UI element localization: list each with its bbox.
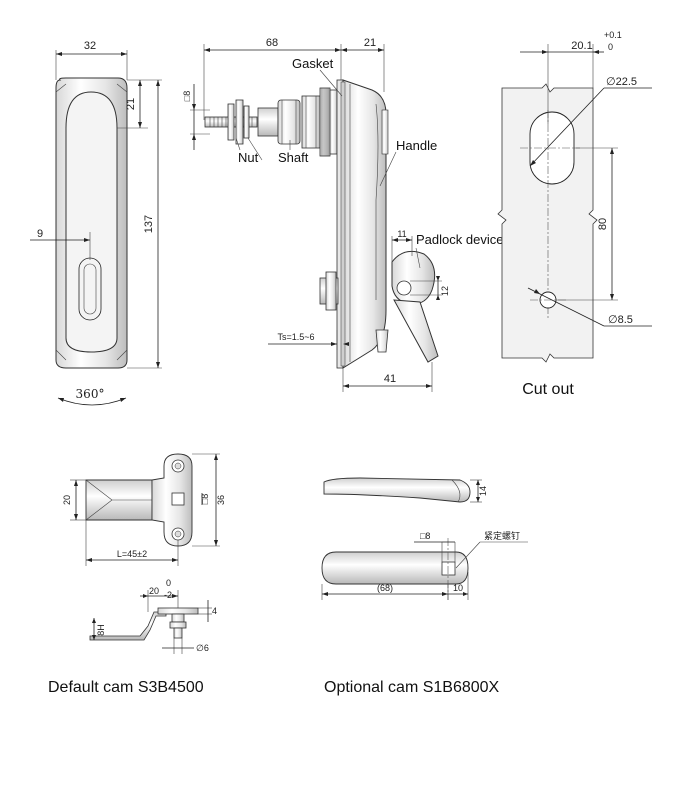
- optional-cam-side: [323, 477, 471, 503]
- cutout-view: 20.1 +0.1 0 ∅22.5 80 ∅8.5 Cut out: [497, 30, 652, 398]
- optional-cam-screw-note: 紧定螺钉: [484, 530, 520, 541]
- cam-dim-diameter: ∅6: [196, 643, 209, 653]
- side-dim-square: □8: [182, 91, 192, 101]
- padlock-ring: [391, 250, 436, 305]
- side-dim-ts: Ts=1.5~6: [277, 332, 314, 342]
- cutout-dim-spacing: 80: [597, 218, 609, 230]
- optional-cam-top: [321, 551, 469, 585]
- cam-dim-offset-main: 20: [149, 586, 159, 596]
- side-dim-depth: 21: [364, 37, 376, 49]
- rotation-label: 360°: [76, 387, 105, 401]
- cam-dim-h: 8H: [96, 624, 106, 636]
- front-view: 32 21 137 9 360°: [30, 40, 162, 406]
- shaft-body: [277, 99, 301, 145]
- cam-dim-offset-lower: -2: [164, 590, 172, 600]
- cutout-dim-diameter-large: ∅22.5: [606, 76, 637, 88]
- label-shaft: Shaft: [278, 150, 309, 165]
- label-padlock: Padlock device: [416, 232, 503, 247]
- label-gasket: Gasket: [292, 56, 334, 71]
- cam-dim-offset-upper: 0: [166, 578, 171, 588]
- label-nut: Nut: [238, 150, 259, 165]
- cam-dim-square: □8: [200, 494, 210, 504]
- optional-cam-dim-thickness: 14: [478, 486, 488, 496]
- side-dim-padlock-hole: 12: [440, 286, 450, 296]
- optional-cam-dim-length: (68): [377, 583, 393, 593]
- cutout-dim-diameter-small: ∅8.5: [608, 314, 633, 326]
- cutout-dim-width: 20.1: [571, 40, 592, 52]
- label-handle: Handle: [396, 138, 437, 153]
- front-dim-width: 32: [84, 40, 96, 52]
- optional-cam-view: 14 □8 紧定螺钉 (68) 10 Optional cam S1B6800X: [321, 477, 528, 696]
- optional-cam-caption: Optional cam S1B6800X: [324, 679, 500, 696]
- optional-cam-dim-end: 10: [453, 583, 463, 593]
- cam-square-hole: [171, 492, 185, 506]
- front-dim-height: 137: [143, 215, 155, 233]
- front-dim-key: 9: [37, 228, 43, 240]
- side-dim-length: 68: [266, 37, 278, 49]
- optional-cam-square-hole: [441, 561, 456, 576]
- cutout-tol-lower: 0: [608, 42, 613, 52]
- cam-side-profile: [89, 611, 167, 641]
- cam-dim-thickness: 4: [212, 606, 217, 616]
- default-cam-view: 20 □8 36 L=45±2 20 0 -2 4: [48, 453, 226, 696]
- gasket: [340, 81, 346, 367]
- cutout-tol-upper: +0.1: [604, 30, 622, 40]
- lever-front: [65, 91, 118, 353]
- padlock-tongue: [393, 299, 439, 363]
- cam-dim-height: 36: [216, 495, 226, 505]
- mount-nut: [301, 95, 321, 149]
- cutout-caption: Cut out: [522, 381, 574, 398]
- padlock-hole: [396, 280, 412, 296]
- front-dim-top: 21: [125, 98, 137, 110]
- default-cam-caption: Default cam S3B4500: [48, 679, 204, 696]
- side-view: 68 21 □8: [182, 37, 503, 392]
- cam-dim-length: L=45±2: [117, 549, 147, 559]
- handle-side: [342, 79, 387, 369]
- cam-dim-width: 20: [62, 495, 72, 505]
- optional-cam-dim-square: □8: [420, 531, 430, 541]
- side-dim-bottom: 41: [384, 373, 396, 385]
- side-dim-padlock-offset: 11: [397, 229, 406, 239]
